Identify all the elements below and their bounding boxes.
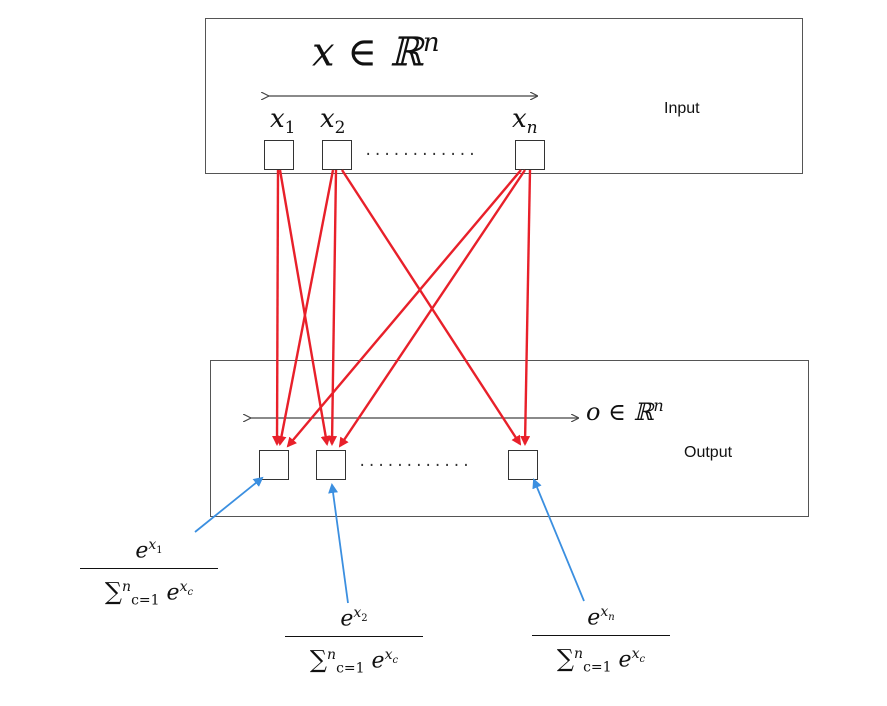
sum-lower: c=1 [336,661,365,678]
fraction-bar [285,636,423,638]
formula-numerator: ex1 [80,530,218,566]
num-exp: x [148,537,157,553]
formula-numerator: ex2 [285,598,423,634]
softmax-formula-1: ex1 ∑nc=1 exc [80,530,218,616]
formula-numerator: exn [532,597,670,633]
node-label-base: x [512,104,527,134]
sum-upper: n [574,646,584,663]
output-ellipsis: ............ [358,454,472,470]
node-label-sub: n [526,118,538,139]
node-label-sub: 2 [334,118,346,139]
output-space-label: o ∈ ℝn [586,396,664,426]
input-space-exponent: n [422,28,440,58]
output-space-text: o ∈ ℝ [586,398,654,426]
output-node-n [508,450,538,480]
output-label: Output [684,444,733,461]
num-base: e [587,605,601,631]
sum-lower: c=1 [583,660,612,677]
node-label-base: x [270,104,285,134]
num-exp-sub: n [608,611,615,623]
num-exp-sub: 1 [156,544,163,556]
den-exp-sub: c [639,654,646,666]
sum-lower: c=1 [131,593,160,610]
output-layer-panel [210,360,809,517]
input-ellipsis: ............ [364,143,478,159]
input-layer-panel [205,18,803,174]
input-node-2 [322,140,352,170]
den-base: e [618,647,632,673]
sum-upper: n [122,579,132,596]
den-exp: x [179,579,188,596]
formula-denominator: ∑nc=1 exc [80,572,218,616]
softmax-formula-n: exn ∑nc=1 exc [532,597,670,683]
den-exp-sub: c [187,587,194,599]
input-node-label-1: x1 [270,104,296,138]
output-node-1 [259,450,289,480]
input-node-label-n: xn [512,104,538,138]
den-exp-sub: c [392,655,399,667]
den-exp: x [631,646,640,663]
den-base: e [371,648,385,674]
num-exp-sub: 2 [361,612,368,624]
output-space-exponent: n [653,396,664,415]
input-space-text: x ∈ ℝ [312,29,423,76]
formula-denominator: ∑nc=1 exc [285,640,423,684]
den-exp: x [384,647,393,664]
input-node-label-2: x2 [320,104,346,138]
node-label-base: x [320,104,335,134]
formula-denominator: ∑nc=1 exc [532,639,670,683]
input-space-label: x ∈ ℝn [312,28,440,75]
num-exp: x [353,605,362,621]
num-base: e [340,606,354,632]
num-base: e [135,538,149,564]
sum-symbol: ∑ [104,577,123,606]
input-label: Input [664,100,700,117]
sum-symbol: ∑ [556,644,575,673]
input-node-1 [264,140,294,170]
fraction-bar [532,635,670,637]
node-label-sub: 1 [284,118,296,139]
sum-upper: n [327,647,337,664]
sum-symbol: ∑ [309,645,328,674]
num-exp: x [600,604,609,620]
input-node-n [515,140,545,170]
fraction-bar [80,568,218,570]
softmax-formula-2: ex2 ∑nc=1 exc [285,598,423,684]
output-node-2 [316,450,346,480]
den-base: e [166,580,180,606]
